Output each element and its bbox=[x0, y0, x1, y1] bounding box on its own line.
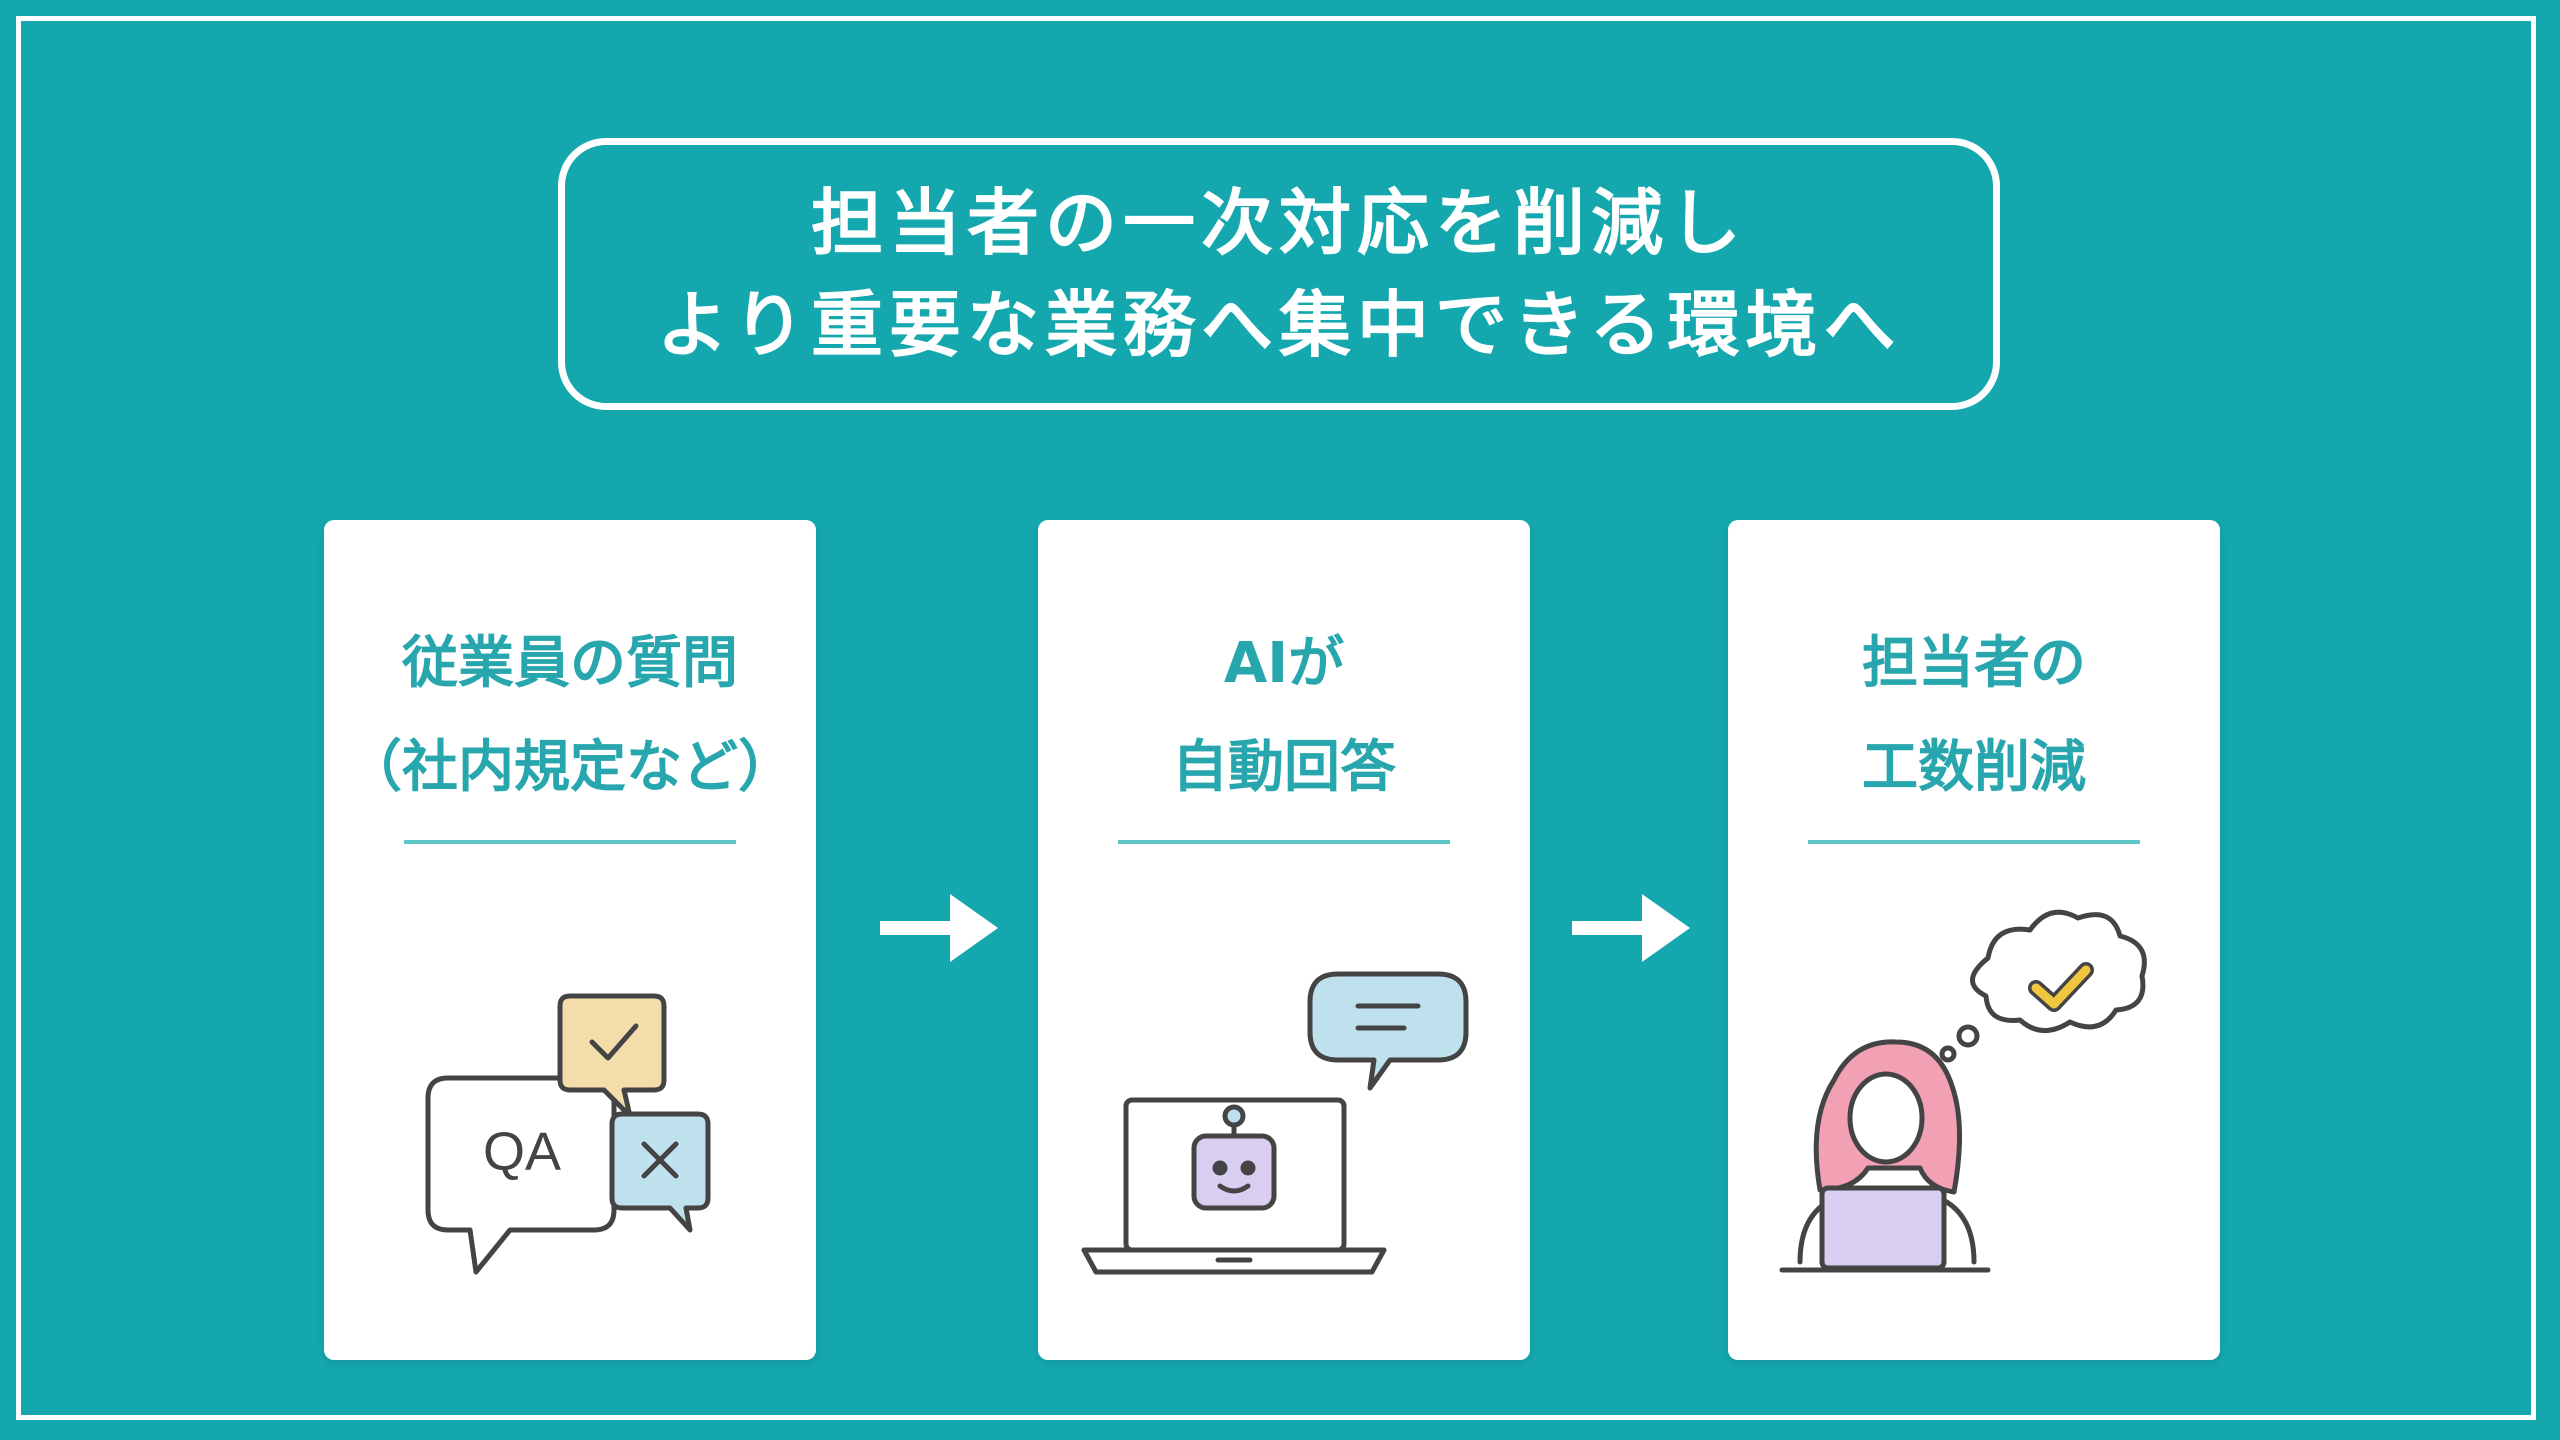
step-1-heading-line-1: 従業員の質問 bbox=[402, 631, 738, 696]
qa-bubble-text: QA bbox=[483, 1122, 561, 1182]
headline-box: 担当者の一次対応を削減し より重要な業務へ集中できる環境へ bbox=[558, 138, 2000, 410]
step-1-divider bbox=[404, 840, 736, 844]
step-card-workload-reduction: 担当者の 工数削減 bbox=[1728, 520, 2220, 1360]
step-2-heading: AIが 自動回答 bbox=[1038, 612, 1530, 820]
step-3-heading-line-2: 工数削減 bbox=[1862, 735, 2086, 800]
step-2-heading-line-2: 自動回答 bbox=[1172, 735, 1396, 800]
step-1-heading: 従業員の質問 （社内規定など） bbox=[324, 612, 816, 820]
step-card-ai-answer: AIが 自動回答 bbox=[1038, 520, 1530, 1360]
step-3-heading: 担当者の 工数削減 bbox=[1728, 612, 2220, 820]
headline-line-1: 担当者の一次対応を削減し bbox=[810, 181, 1747, 265]
step-3-heading-line-1: 担当者の bbox=[1862, 631, 2086, 696]
qa-chat-bubbles-icon: QA bbox=[425, 993, 711, 1275]
arrow-right-icon bbox=[1572, 894, 1690, 962]
person-laptop-thought-check-icon bbox=[1779, 909, 2147, 1273]
laptop-robot-icon bbox=[1081, 971, 1469, 1275]
step-card-employee-question: 従業員の質問 （社内規定など） QA bbox=[324, 520, 816, 1360]
outer-frame bbox=[16, 16, 2536, 1420]
step-3-divider bbox=[1808, 840, 2140, 844]
step-1-heading-line-2: （社内規定など） bbox=[346, 735, 794, 800]
step-2-heading-line-1: AIが bbox=[1223, 631, 1345, 696]
step-2-divider bbox=[1118, 840, 1450, 844]
headline-line-2: より重要な業務へ集中できる環境へ bbox=[656, 283, 1902, 367]
arrow-right-icon bbox=[880, 894, 998, 962]
